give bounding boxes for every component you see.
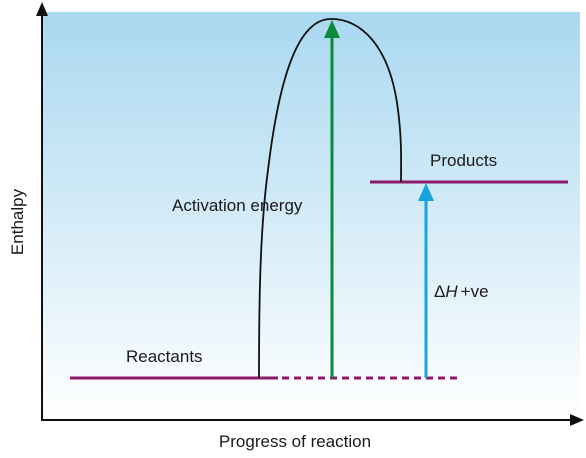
enthalpy-change-arrowhead [418, 183, 434, 201]
activation-energy-arrowhead [324, 20, 340, 38]
products-label: Products [430, 151, 497, 170]
x-axis-label: Progress of reaction [219, 432, 371, 451]
reactants-label: Reactants [126, 347, 203, 366]
activation-energy-curve [258, 18, 403, 379]
y-axis-arrowhead [36, 2, 48, 16]
x-axis-arrowhead [570, 414, 584, 426]
plot-background [42, 12, 580, 420]
enthalpy-change-label: ΔH+ve [434, 282, 489, 301]
activation-energy-label: Activation energy [172, 196, 303, 215]
y-axis-label: Enthalpy [8, 188, 27, 255]
delta-sign: +ve [461, 282, 489, 301]
delta-symbol: Δ [434, 282, 445, 301]
delta-variable: H [445, 282, 458, 301]
